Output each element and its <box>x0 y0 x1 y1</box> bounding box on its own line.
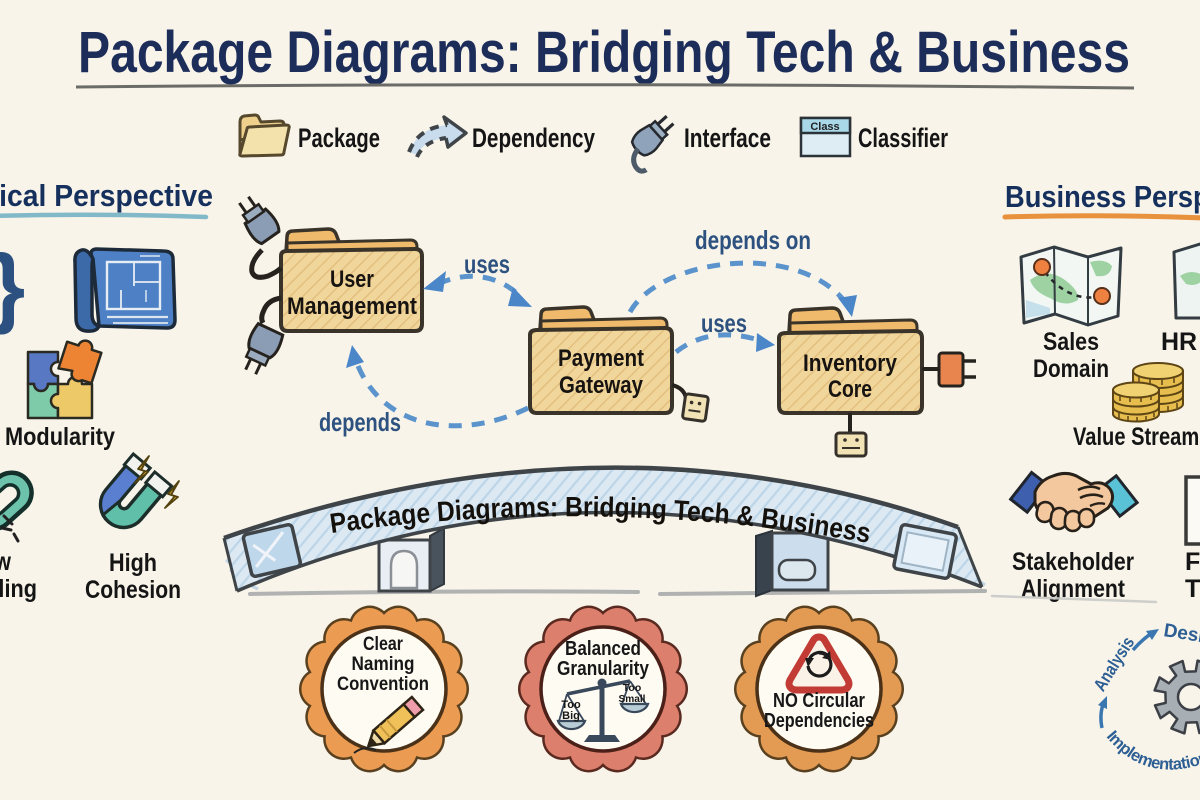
svg-text:Classifier: Classifier <box>858 123 948 153</box>
svg-text:Naming: Naming <box>352 654 415 675</box>
svg-text:Trends: Trends <box>1185 575 1200 603</box>
svg-text:Interface: Interface <box>684 123 771 153</box>
svg-text:High: High <box>109 549 157 577</box>
svg-text:Too: Too <box>623 682 641 694</box>
svg-text:Forecast: Forecast <box>1185 548 1200 576</box>
svg-text:Dependencies: Dependencies <box>764 710 874 732</box>
svg-text:depends: depends <box>319 407 401 437</box>
svg-text:Gateway: Gateway <box>559 372 644 399</box>
svg-text:Package Diagrams: Bridging Tec: Package Diagrams: Bridging Tech & Busine… <box>78 20 1130 85</box>
svg-text:Clear: Clear <box>363 634 404 655</box>
svg-text:Inventory: Inventory <box>803 350 898 377</box>
svg-text:Modularity: Modularity <box>5 423 115 451</box>
svg-text:Stakeholder: Stakeholder <box>1012 548 1134 576</box>
svg-text:Class: Class <box>810 121 839 133</box>
svg-text:NO Circular: NO Circular <box>773 690 865 712</box>
svg-text:uses: uses <box>464 249 510 279</box>
svg-text:Too: Too <box>561 699 581 711</box>
svg-text:Cohesion: Cohesion <box>85 576 181 604</box>
svg-text:}: } <box>0 236 25 335</box>
svg-text:Sales: Sales <box>1043 328 1099 356</box>
svg-text:User: User <box>330 266 374 293</box>
svg-text:uses: uses <box>701 308 747 338</box>
svg-text:Package: Package <box>298 123 380 153</box>
svg-text:Payment: Payment <box>558 345 644 372</box>
svg-text:Core: Core <box>828 376 872 403</box>
svg-text:Business Perspective: Business Perspective <box>1005 179 1200 214</box>
svg-text:Value Stream Map: Value Stream Map <box>1073 423 1200 451</box>
svg-text:Management: Management <box>287 293 417 320</box>
svg-text:depends on: depends on <box>695 225 811 255</box>
svg-text:Convention: Convention <box>337 674 429 695</box>
svg-text:HR: HR <box>1161 328 1197 356</box>
svg-text:Dependency: Dependency <box>472 123 595 153</box>
svg-text:Technical Perspective: Technical Perspective <box>0 178 213 213</box>
svg-text:Small: Small <box>619 693 646 705</box>
svg-text:Coupling: Coupling <box>0 575 37 603</box>
svg-text:Big: Big <box>562 710 580 722</box>
svg-text:Domain: Domain <box>1033 355 1109 383</box>
svg-text:Low: Low <box>0 548 11 576</box>
svg-text:Granularity: Granularity <box>557 658 650 680</box>
svg-text:Balanced: Balanced <box>565 638 641 660</box>
